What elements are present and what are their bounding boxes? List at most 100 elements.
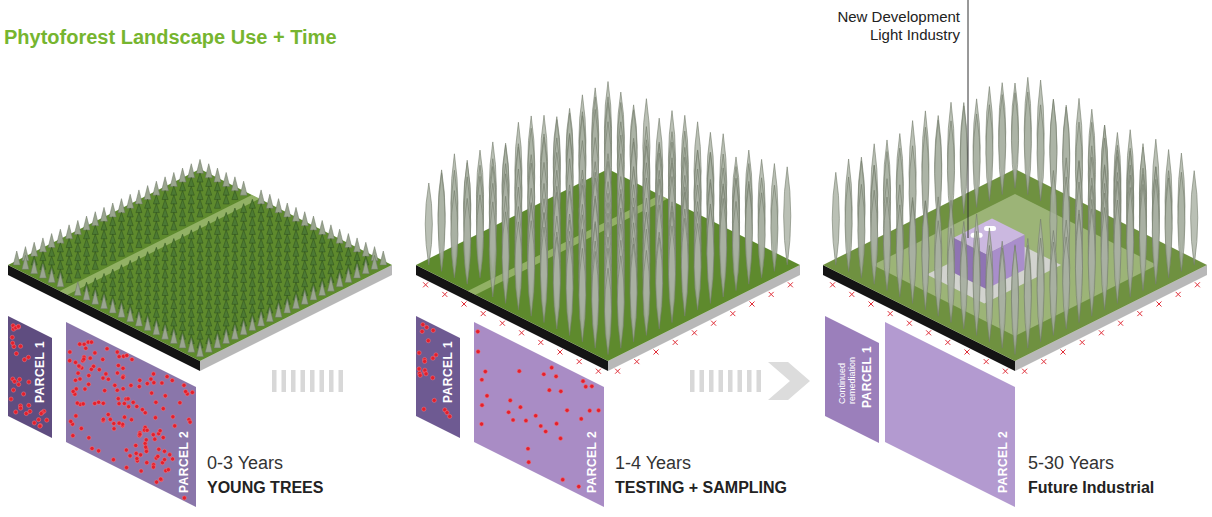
young-tree	[223, 172, 230, 186]
young-tree	[284, 287, 290, 296]
young-tree	[197, 321, 203, 330]
young-tree	[249, 217, 255, 226]
contaminant-dot	[431, 356, 435, 360]
young-tree	[232, 269, 238, 278]
young-tree	[153, 291, 159, 300]
young-tree	[258, 312, 265, 326]
young-tree	[205, 338, 212, 352]
poplar-tree	[604, 268, 611, 354]
young-tree	[136, 221, 142, 230]
contaminant-dot	[476, 350, 480, 354]
contaminant-dot	[38, 424, 42, 428]
contaminant-dot	[17, 382, 21, 386]
young-tree	[354, 264, 361, 278]
young-tree	[180, 182, 186, 191]
contaminant-dot	[554, 422, 558, 426]
young-tree	[310, 239, 316, 248]
young-tree	[171, 273, 177, 282]
young-tree	[249, 304, 255, 313]
contaminant-dot	[134, 451, 138, 455]
young-tree	[188, 273, 194, 282]
poplar-tree	[707, 204, 714, 303]
young-tree	[57, 243, 63, 252]
young-tree	[275, 303, 282, 317]
sample-marker	[750, 302, 755, 307]
young-tree	[206, 326, 212, 335]
young-tree	[180, 217, 186, 226]
young-tree	[275, 199, 282, 213]
poplar-tree	[999, 95, 1006, 195]
young-tree	[197, 304, 203, 313]
young-tree	[266, 194, 273, 208]
young-tree	[267, 252, 273, 261]
young-tree	[162, 199, 168, 208]
young-tree	[127, 295, 133, 304]
young-tree	[145, 217, 151, 226]
young-tree	[328, 239, 334, 248]
contaminant-dot	[121, 366, 125, 370]
young-tree	[214, 260, 220, 269]
contaminant-dot	[539, 424, 543, 428]
young-tree	[240, 181, 247, 195]
young-tree	[153, 221, 159, 230]
young-tree	[266, 308, 273, 322]
young-tree	[276, 239, 282, 248]
contaminant-dot	[168, 453, 172, 457]
young-tree	[214, 217, 220, 226]
young-tree	[328, 247, 334, 256]
contaminant-dot	[87, 373, 91, 377]
sample-marker	[1157, 302, 1162, 307]
young-tree	[180, 234, 186, 243]
contaminant-dot	[103, 388, 107, 392]
contaminant-dot	[116, 397, 120, 401]
contaminant-dot	[479, 422, 483, 426]
contaminant-dot	[134, 443, 138, 447]
young-tree	[153, 230, 159, 239]
contaminant-dot	[16, 324, 20, 328]
young-tree	[162, 269, 168, 278]
young-tree	[258, 282, 264, 291]
contaminant-dot	[78, 342, 82, 346]
young-tree	[302, 225, 308, 234]
contaminant-dot	[19, 406, 23, 410]
contaminant-dot	[527, 460, 531, 464]
young-tree	[170, 330, 177, 344]
contaminant-dot	[88, 356, 92, 360]
young-tree	[84, 230, 90, 239]
parcel-shape: PARCEL 1	[8, 316, 52, 438]
contaminant-dot	[161, 407, 165, 411]
young-tree	[127, 308, 134, 322]
poplar-tree	[973, 231, 980, 335]
young-tree	[118, 273, 124, 282]
young-tree	[135, 190, 142, 204]
young-tree	[109, 299, 116, 313]
contaminant-dot	[152, 381, 156, 385]
young-tree	[214, 295, 220, 304]
young-tree	[371, 255, 378, 269]
young-tree	[118, 265, 124, 274]
young-tree	[13, 251, 20, 265]
young-tree	[241, 282, 247, 291]
young-tree	[188, 186, 194, 195]
young-tree	[206, 177, 212, 186]
contaminant-dot	[156, 454, 160, 458]
young-tree	[206, 221, 212, 230]
contaminant-dot	[10, 335, 14, 339]
contaminant-dot	[165, 375, 169, 379]
sample-marker	[926, 330, 931, 335]
contaminant-dot	[150, 391, 154, 395]
poplar-tree	[451, 191, 458, 278]
young-tree	[232, 225, 238, 234]
young-tree	[293, 256, 299, 265]
young-tree	[180, 321, 186, 330]
contaminant-dot	[157, 447, 161, 451]
contaminant-dot	[122, 401, 126, 405]
contaminant-dot	[550, 366, 554, 370]
poplar-tree	[745, 184, 752, 284]
contaminant-dot	[432, 398, 436, 402]
contaminant-dot	[74, 414, 78, 418]
contaminant-dot	[93, 351, 97, 355]
young-tree	[162, 304, 168, 313]
sample-marker	[711, 321, 716, 326]
poplar-tree	[1139, 184, 1146, 290]
